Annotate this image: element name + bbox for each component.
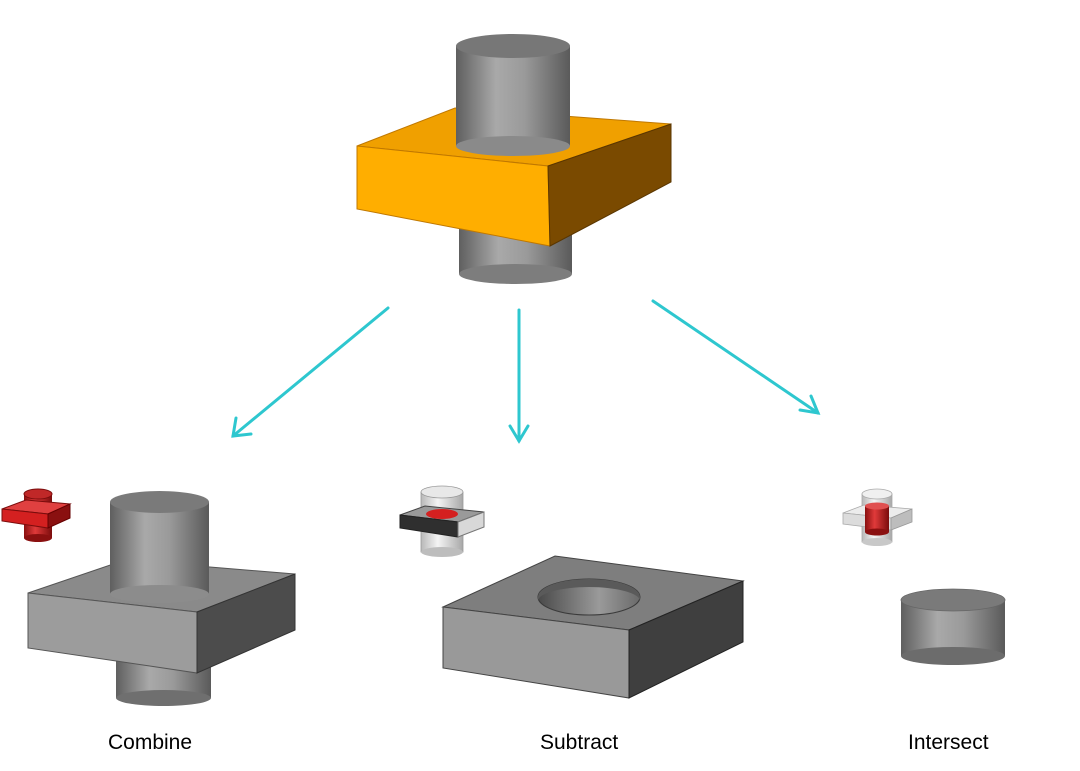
combine-icon <box>1 488 72 542</box>
intersect-label: Intersect <box>908 731 989 754</box>
intersect-result <box>900 588 1006 665</box>
subtract-icon <box>399 485 485 557</box>
arrow-to-intersect <box>651 299 821 415</box>
arrow-to-subtract <box>508 308 530 444</box>
intersect-icon <box>842 488 913 546</box>
source-solids <box>356 34 672 284</box>
combine-label: Combine <box>108 731 193 754</box>
arrow-to-combine <box>231 306 390 438</box>
combine-result <box>27 491 296 706</box>
arrows <box>231 299 821 444</box>
subtract-result <box>441 555 745 699</box>
subtract-label: Subtract <box>540 731 619 754</box>
cylinder-upper <box>456 34 570 156</box>
